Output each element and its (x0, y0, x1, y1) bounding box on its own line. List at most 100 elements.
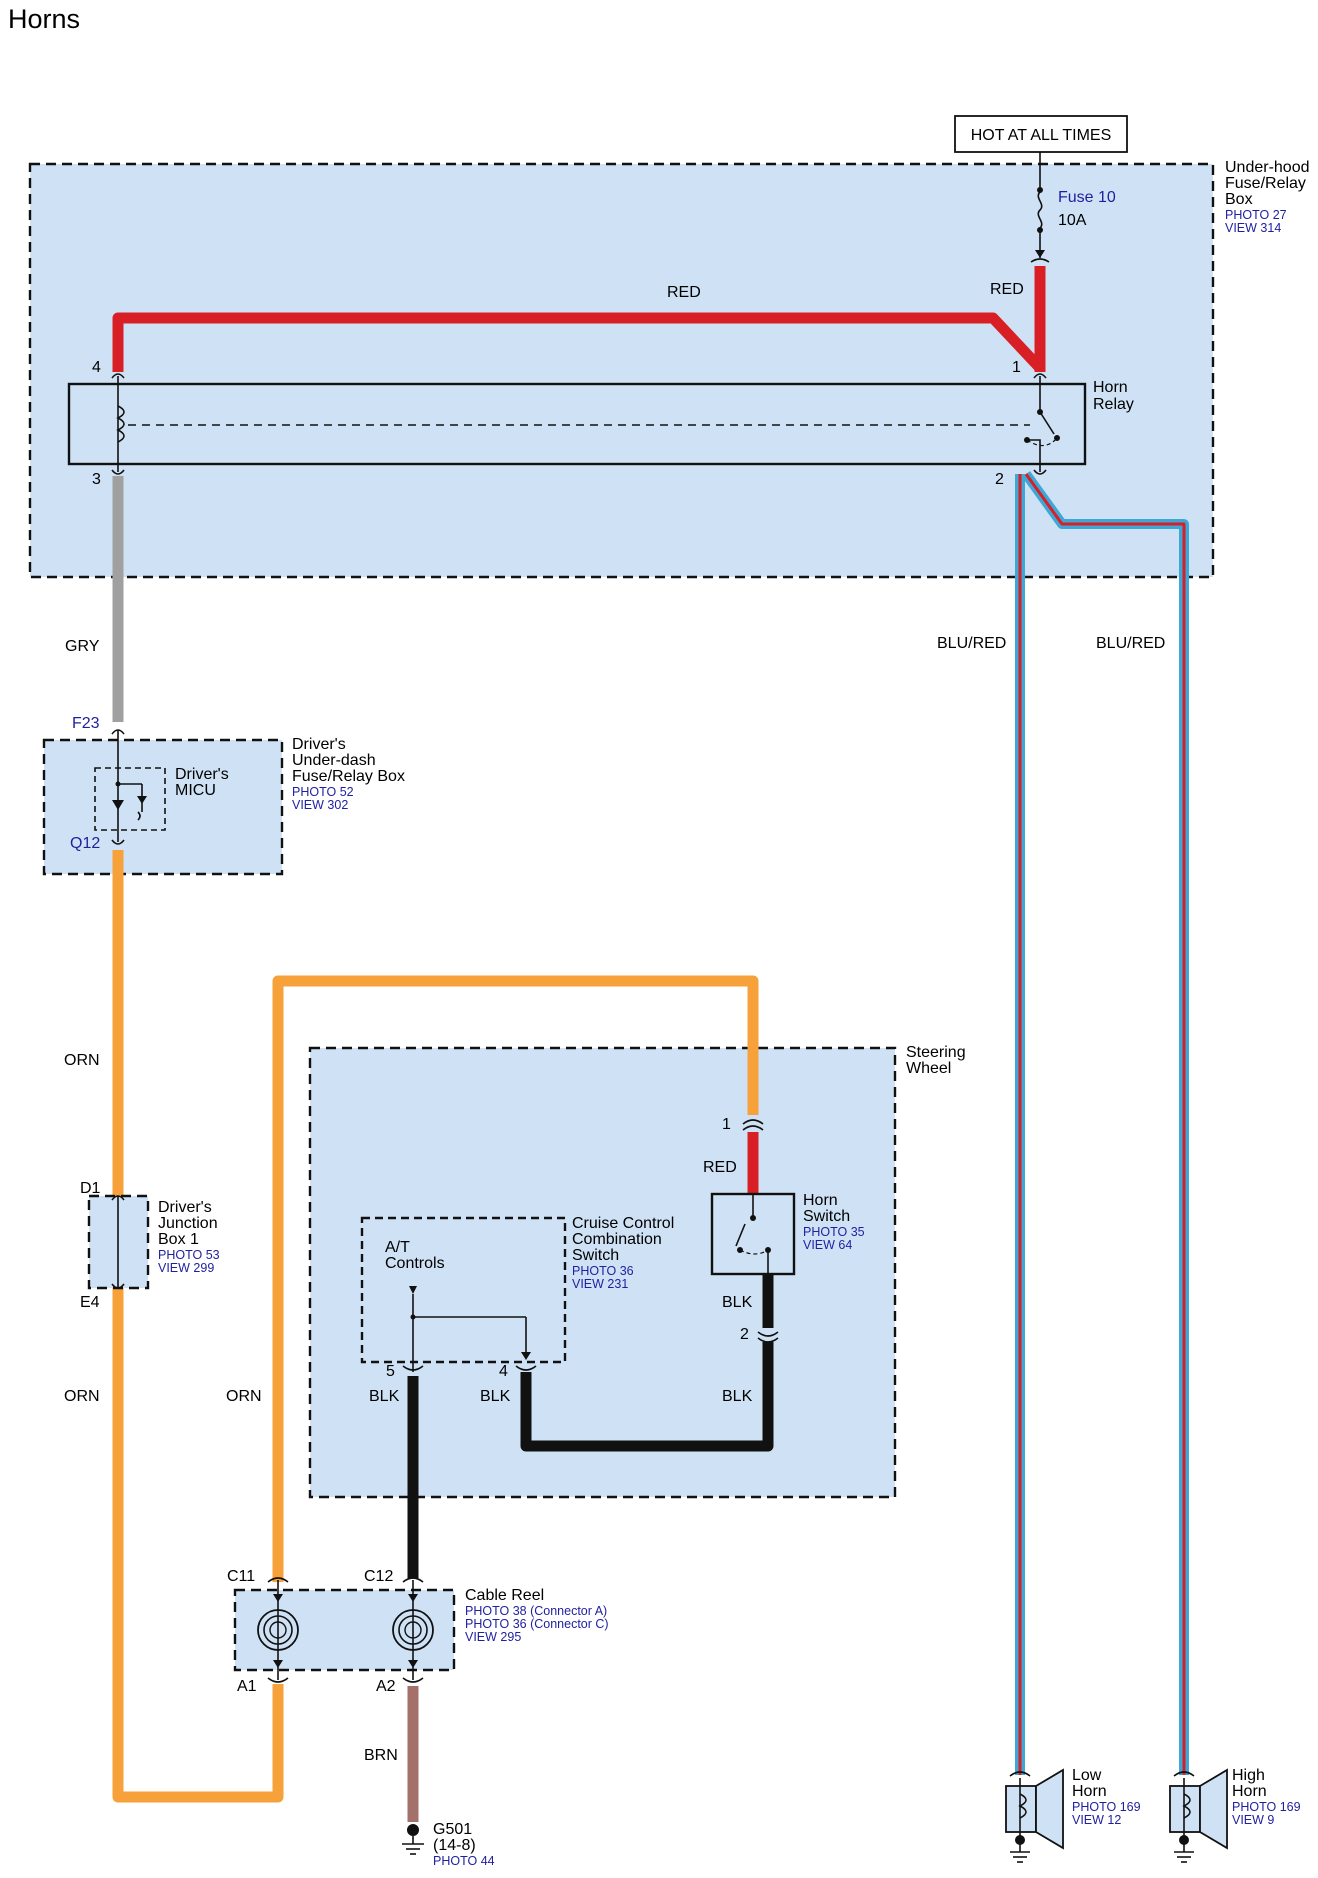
steering-wheel-label: Steering Wheel (906, 1044, 966, 1077)
cable-reel-pins-top: C11 C12 (227, 1568, 393, 1585)
cruise-control-internals (402, 1286, 537, 1372)
svg-text:Switch: Switch (572, 1247, 619, 1264)
horn-relay-label: Horn Relay (1093, 379, 1134, 413)
micu (94, 729, 166, 845)
svg-text:Driver's: Driver's (158, 1199, 212, 1216)
wire-label-gry: GRY (65, 638, 100, 655)
wire-label-orn-2: ORN (64, 1388, 100, 1405)
svg-text:A2: A2 (376, 1678, 396, 1695)
svg-text:VIEW 295: VIEW 295 (465, 1630, 521, 1644)
cruise-pin-5: 5 (386, 1363, 395, 1380)
svg-text:A1: A1 (237, 1678, 257, 1695)
high-horn-label: High Horn PHOTO 169 VIEW 9 (1232, 1767, 1301, 1827)
svg-text:Cable Reel: Cable Reel (465, 1587, 544, 1604)
horn-switch-label: Horn Switch PHOTO 35 VIEW 64 (803, 1192, 865, 1252)
horn-relay-pins: 4 1 3 2 (92, 359, 1021, 488)
wire-orn-to-horn-switch (272, 975, 759, 1582)
wire-label-red-switch: RED (703, 1159, 737, 1176)
svg-text:G501: G501 (433, 1821, 472, 1838)
wire-label-red-top: RED (667, 284, 701, 301)
svg-text:Driver's: Driver's (175, 766, 229, 783)
wire-label-red-fuse: RED (990, 281, 1024, 298)
cruise-control-label: Cruise Control Combination Switch PHOTO … (572, 1215, 674, 1291)
under-dash-box-label: Driver's Under-dash Fuse/Relay Box PHOTO… (292, 736, 405, 812)
wire-label-blu-red-2: BLU/RED (1096, 635, 1165, 652)
svg-text:PHOTO 27: PHOTO 27 (1225, 208, 1287, 222)
svg-text:PHOTO 38 (Connector A): PHOTO 38 (Connector A) (465, 1604, 607, 1618)
svg-text:Under-hood: Under-hood (1225, 159, 1310, 176)
svg-text:Driver's: Driver's (292, 736, 346, 753)
pin-d1: D1 (80, 1180, 101, 1197)
cable-reel (233, 1588, 456, 1672)
pin-q12: Q12 (70, 835, 100, 852)
svg-text:Low: Low (1072, 1767, 1102, 1784)
svg-text:Switch: Switch (803, 1208, 850, 1225)
svg-text:Fuse/Relay Box: Fuse/Relay Box (292, 768, 405, 785)
svg-text:C12: C12 (364, 1568, 393, 1585)
ground-label: G501 (14-8) PHOTO 44 (433, 1821, 495, 1868)
wire-blk-switch-to-cruise (520, 1342, 774, 1452)
svg-text:Horn: Horn (1232, 1783, 1267, 1800)
cruise-pin-4: 4 (499, 1363, 508, 1380)
svg-text:3: 3 (92, 471, 101, 488)
svg-text:VIEW 9: VIEW 9 (1232, 1813, 1274, 1827)
svg-text:VIEW 302: VIEW 302 (292, 798, 348, 812)
underhood-box-label: Under-hood Fuse/Relay Box PHOTO 27 VIEW … (1225, 159, 1310, 235)
svg-text:Box 1: Box 1 (158, 1231, 199, 1248)
svg-text:1: 1 (1012, 359, 1021, 376)
micu-label: Driver's MICU (175, 766, 229, 799)
svg-text:Controls: Controls (385, 1255, 445, 1272)
fuse-rating: 10A (1058, 212, 1087, 229)
svg-text:Fuse/Relay: Fuse/Relay (1225, 175, 1306, 192)
svg-text:High: High (1232, 1767, 1265, 1784)
svg-text:A/T: A/T (385, 1239, 410, 1256)
svg-text:C11: C11 (227, 1568, 255, 1585)
horn-switch-internals (735, 1194, 771, 1274)
svg-text:VIEW 64: VIEW 64 (803, 1238, 852, 1252)
svg-text:PHOTO 169: PHOTO 169 (1232, 1800, 1301, 1814)
svg-text:PHOTO 52: PHOTO 52 (292, 785, 354, 799)
svg-text:VIEW 12: VIEW 12 (1072, 1813, 1121, 1827)
svg-text:PHOTO 44: PHOTO 44 (433, 1854, 495, 1868)
wire-label-orn-3: ORN (226, 1388, 262, 1405)
svg-text:Under-dash: Under-dash (292, 752, 376, 769)
svg-text:Wheel: Wheel (906, 1060, 951, 1077)
wire-red-to-relay-pin4 (112, 312, 1045, 372)
cable-reel-coil-left (257, 1577, 299, 1683)
svg-text:Box: Box (1225, 191, 1253, 208)
diagram-title: Horns (8, 4, 80, 34)
horn-switch-pin1-connector (742, 1119, 764, 1131)
horn-relay (67, 382, 1087, 466)
wire-label-blk-switch: BLK (722, 1294, 753, 1311)
power-source-label: HOT AT ALL TIMES (954, 115, 1128, 153)
cruise-control-switch (360, 1216, 567, 1364)
low-horn (1005, 1768, 1064, 1863)
wire-label-brn: BRN (364, 1747, 398, 1764)
wire-label-blk-5: BLK (369, 1388, 400, 1405)
svg-text:PHOTO 53: PHOTO 53 (158, 1248, 220, 1262)
low-horn-label: Low Horn PHOTO 169 VIEW 12 (1072, 1767, 1141, 1827)
at-controls-label: A/T Controls (385, 1239, 445, 1272)
svg-text:VIEW 299: VIEW 299 (158, 1261, 214, 1275)
high-horn (1169, 1768, 1228, 1863)
svg-text:Cruise Control: Cruise Control (572, 1215, 674, 1232)
wire-label-orn-1: ORN (64, 1052, 100, 1069)
horn-switch-pin-1: 1 (722, 1116, 731, 1133)
svg-text:Horn: Horn (1072, 1783, 1107, 1800)
svg-text:MICU: MICU (175, 782, 216, 799)
ground-symbol (402, 1824, 424, 1855)
wire-label-blk-2: BLK (722, 1388, 753, 1405)
horn-relay-internals (111, 373, 1060, 475)
fuse-name: Fuse 10 (1058, 189, 1116, 206)
svg-text:Horn: Horn (803, 1192, 838, 1209)
svg-text:Combination: Combination (572, 1231, 662, 1248)
svg-text:Relay: Relay (1093, 396, 1134, 413)
svg-text:PHOTO 36 (Connector C): PHOTO 36 (Connector C) (465, 1617, 609, 1631)
svg-text:HOT AT ALL TIMES: HOT AT ALL TIMES (971, 127, 1112, 144)
svg-text:PHOTO 169: PHOTO 169 (1072, 1800, 1141, 1814)
svg-text:Steering: Steering (906, 1044, 966, 1061)
pin-f23: F23 (72, 715, 100, 732)
cable-reel-label: Cable Reel PHOTO 38 (Connector A) PHOTO … (465, 1587, 609, 1644)
svg-text:Junction: Junction (158, 1215, 218, 1232)
